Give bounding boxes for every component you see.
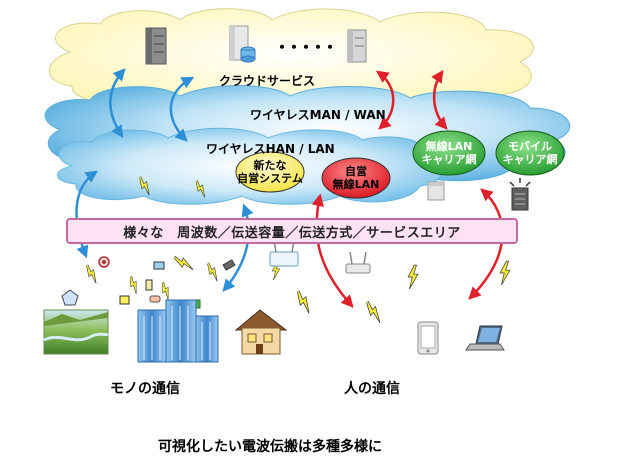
smartphone-icon — [417, 321, 439, 355]
wireless-han-lan-label: ワイヤレスHAN / LAN — [206, 142, 335, 156]
base-station-icon — [509, 178, 531, 211]
private-lan-label: 自営 無線LAN — [332, 165, 380, 191]
server-icon — [347, 29, 367, 63]
wireless-man-wan-label: ワイヤレスMAN / WAN — [250, 108, 386, 122]
mobile-carrier-oval — [495, 130, 565, 176]
server-dots: ・・・・・ — [274, 38, 338, 57]
laptop-icon — [465, 325, 505, 351]
wireless-router-icon — [269, 239, 299, 267]
mobile-carrier-label: モバイル キャリア網 — [502, 140, 558, 166]
carrier-lan-label: 無線LAN キャリア網 — [421, 140, 477, 166]
frequency-banner: 様々な 周波数／伝送容量／伝送方式／サービスエリア — [66, 218, 518, 244]
people-communication-caption: 人の通信 — [344, 381, 400, 397]
new-system-oval — [235, 151, 305, 193]
things-communication-caption: モノの通信 — [110, 381, 180, 397]
wireless-router-icon — [345, 251, 371, 274]
office-building-icon — [137, 299, 219, 363]
new-system-label: 新たな 自営システム — [237, 159, 303, 185]
blue-connection-arrows — [75, 68, 254, 292]
landscape-icon — [43, 309, 110, 355]
cloud-service-label: クラウドサービス — [219, 74, 316, 88]
house-icon — [234, 309, 288, 355]
server-icon — [145, 27, 167, 65]
private-lan-oval — [321, 157, 391, 199]
database-server-icon — [229, 25, 256, 63]
footer-caption: 可視化したい電波伝搬は多種多様に — [158, 439, 382, 455]
sensor-icon — [61, 256, 236, 309]
carrier-lan-oval — [412, 130, 486, 176]
base-station-icon — [427, 181, 445, 201]
